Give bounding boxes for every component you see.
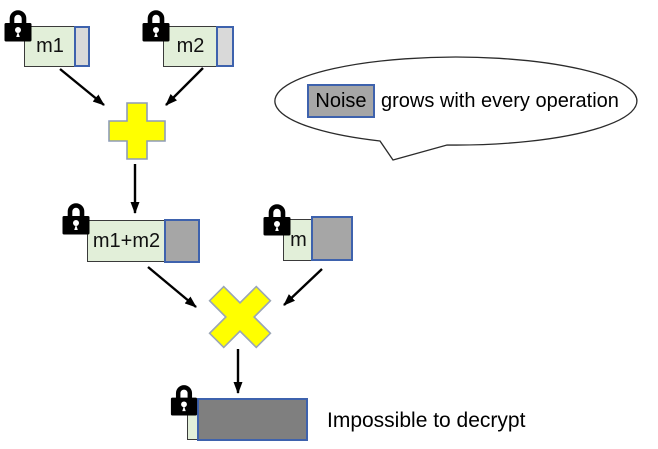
noise-chip: Noise — [307, 84, 375, 118]
noise-bar-m1 — [74, 26, 90, 67]
noise-bar-result — [197, 398, 308, 441]
arrow-sum-to-multiply — [147, 266, 197, 308]
plus-operator-icon — [108, 102, 166, 160]
ciphertext-box-m2: m2 — [163, 26, 218, 67]
noise-bar-sum — [164, 219, 200, 263]
callout-text: grows with every operation — [381, 90, 619, 112]
ciphertext-box-m1: m1 — [24, 26, 76, 67]
arrow-m-to-multiply — [283, 268, 323, 306]
padlock-icon — [63, 206, 90, 235]
ciphertext-label-m1: m1 — [36, 35, 64, 57]
ciphertext-label-m: m — [290, 228, 307, 251]
ciphertext-box-m: m — [283, 219, 314, 261]
arrow-m2-to-plus — [165, 67, 204, 106]
ciphertext-label-m2: m2 — [176, 35, 205, 57]
noise-bar-m — [311, 216, 353, 261]
noise-chip-label: Noise — [315, 89, 367, 112]
ciphertext-box-sum: m1+m2 — [87, 220, 166, 262]
arrow-m1-to-plus — [59, 68, 105, 106]
multiply-operator-icon — [208, 285, 272, 349]
caption-text: Impossible to decrypt — [327, 409, 526, 432]
ciphertext-label-sum: m1+m2 — [92, 229, 161, 252]
noise-bar-m2 — [216, 26, 234, 67]
